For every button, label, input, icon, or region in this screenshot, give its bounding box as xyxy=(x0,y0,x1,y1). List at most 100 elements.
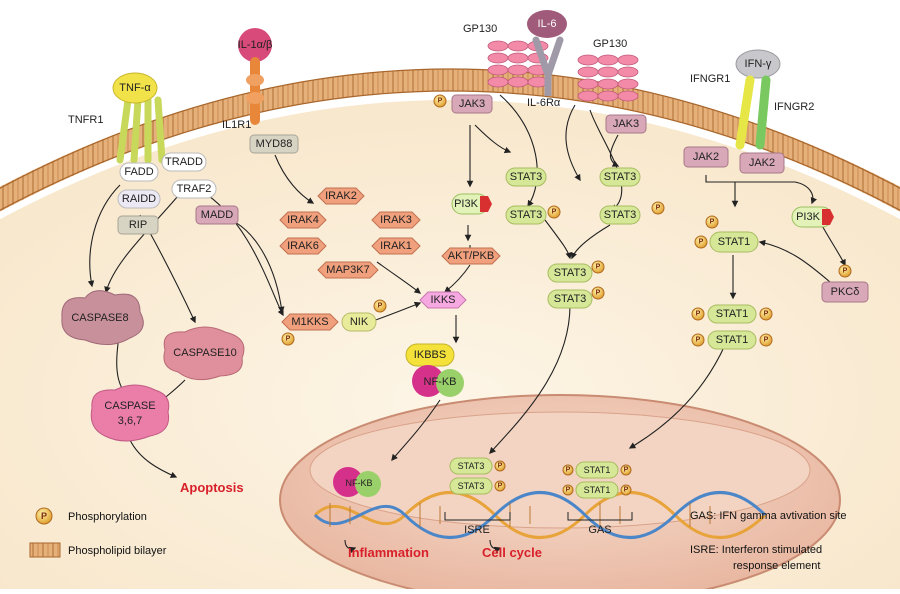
ikks-node: IKKS xyxy=(430,294,455,306)
phospho-marker: P xyxy=(764,311,769,318)
myd88-node: MYD88 xyxy=(256,138,293,150)
tnfr1-label: TNFR1 xyxy=(68,114,103,126)
stat3-dimer-top-node: STAT3 xyxy=(554,267,587,279)
legend-isre-line2: response element xyxy=(733,560,820,572)
nuclear-stat1-bottom: STAT1 xyxy=(584,485,611,495)
phospho-marker: P xyxy=(596,290,601,297)
tnfr1-receptor xyxy=(112,72,166,164)
irak4-node: IRAK4 xyxy=(287,214,319,226)
il6r-label: IL-6Rα xyxy=(527,97,561,109)
stat1-node: STAT1 xyxy=(718,236,751,248)
phospho-marker: P xyxy=(378,303,383,310)
pi3k-left-node: PI3K xyxy=(454,198,479,210)
ifn-pathway-nodes xyxy=(683,146,869,350)
stat3-dimer-bottom-node: STAT3 xyxy=(554,293,587,305)
ifngr-receptor xyxy=(735,49,781,150)
tnf-alpha-label: TNF-α xyxy=(119,82,151,94)
irak2-node: IRAK2 xyxy=(325,190,357,202)
fadd-node: FADD xyxy=(124,166,153,178)
akt-node: AKT/PKB xyxy=(448,250,494,262)
isre-box-label: ISRE xyxy=(464,524,490,536)
nfkb-node: NF-KB xyxy=(424,376,457,388)
caspase10-node: CASPASE10 xyxy=(173,347,236,359)
phospho-marker: P xyxy=(656,205,661,212)
il1-pathway-nodes xyxy=(249,134,467,397)
pi3k-right-node: PI3K xyxy=(796,211,821,223)
ifn-gamma-label: IFN-γ xyxy=(745,58,772,70)
phosphorylation-markers: P P P P P P P P P P P P P P P P P P P P xyxy=(281,94,852,496)
gp130-left-label: GP130 xyxy=(463,23,497,35)
gp130-il6-receptor xyxy=(487,10,639,102)
il6-label: IL-6 xyxy=(538,18,557,30)
phospho-marker: P xyxy=(498,483,503,490)
phospho-marker: P xyxy=(596,264,601,271)
nuclear-nfkb: NF-KB xyxy=(346,478,373,488)
legend-phospho-letter: P xyxy=(41,511,47,521)
phospho-marker: P xyxy=(764,337,769,344)
cell-membrane xyxy=(0,69,900,212)
stat3-d-node: STAT3 xyxy=(604,209,637,221)
phospho-marker: P xyxy=(438,98,443,105)
nuclear-stat3-bottom: STAT3 xyxy=(458,481,485,491)
nuclear-factors xyxy=(333,457,633,521)
traf2-node: TRAF2 xyxy=(177,183,212,195)
ifngr1-label: IFNGR1 xyxy=(690,73,730,85)
apoptosis-outcome: Apoptosis xyxy=(180,480,244,495)
irak6-node: IRAK6 xyxy=(287,240,319,252)
ikbbs-node: IKBBS xyxy=(414,349,446,361)
phospho-marker: P xyxy=(696,311,701,318)
phospho-marker: P xyxy=(566,467,571,474)
membrane-outer-edge xyxy=(0,68,900,189)
legend: P Phosphorylation Phospholipid bilayer G… xyxy=(29,507,847,572)
irak3-node: IRAK3 xyxy=(380,214,412,226)
pkc-node: PKCδ xyxy=(831,286,860,298)
il1-label: IL-1α/β xyxy=(238,39,273,51)
caspase367-line1: CASPASE xyxy=(104,400,155,412)
jak3-right-node: JAK3 xyxy=(613,118,639,130)
caspase367-line2: 3,6,7 xyxy=(118,415,142,427)
jak2-left-node: JAK2 xyxy=(693,151,719,163)
tradd-node: TRADD xyxy=(165,156,203,168)
nuclear-stat1-top: STAT1 xyxy=(584,465,611,475)
phospho-marker: P xyxy=(624,487,629,494)
caspase-clouds xyxy=(61,290,245,442)
raidd-node: RAIDD xyxy=(122,193,156,205)
jak3-left-node: JAK3 xyxy=(459,98,485,110)
caspase8-node: CASPASE8 xyxy=(71,312,128,324)
phospho-marker: P xyxy=(498,463,503,470)
legend-bilayer: Phospholipid bilayer xyxy=(68,545,167,557)
stat3-a-node: STAT3 xyxy=(510,171,543,183)
jak2-right-node: JAK2 xyxy=(749,157,775,169)
stat3-c-node: STAT3 xyxy=(604,171,637,183)
legend-bilayer-swatch xyxy=(29,542,61,558)
phospho-marker: P xyxy=(566,487,571,494)
irak1-node: IRAK1 xyxy=(380,240,412,252)
nik-node: NIK xyxy=(350,316,369,328)
il1r1-label: IL1R1 xyxy=(222,119,251,131)
nucleus xyxy=(279,394,841,594)
cell-cycle-outcome: Cell cycle xyxy=(482,545,542,560)
m1kks-node: M1KKS xyxy=(291,316,328,328)
phospho-marker: P xyxy=(286,336,291,343)
legend-phospho-swatch: P xyxy=(35,507,53,525)
dna-helix xyxy=(313,491,767,539)
nuclear-stat3-top: STAT3 xyxy=(458,461,485,471)
gp130-right-label: GP130 xyxy=(593,38,627,50)
il1r1-receptor xyxy=(238,28,272,125)
legend-gas: GAS: IFN gamma avtivation site xyxy=(690,510,847,522)
legend-phosphorylation: Phosphorylation xyxy=(68,511,147,523)
phospho-marker: P xyxy=(710,219,715,226)
gas-box-label: GAS xyxy=(588,524,611,536)
phospho-marker: P xyxy=(843,268,848,275)
rip-node: RIP xyxy=(129,219,147,231)
map3k7-node: MAP3K7 xyxy=(326,264,369,276)
stat1-dimer-bottom-node: STAT1 xyxy=(716,334,749,346)
legend-isre-line1: ISRE: Interferon stimulated xyxy=(690,544,822,556)
madd-node: MADD xyxy=(201,209,233,221)
phospho-marker: P xyxy=(552,209,557,216)
ifngr2-label: IFNGR2 xyxy=(774,101,814,113)
tnf-adaptor-complex xyxy=(117,152,239,235)
phospho-marker: P xyxy=(696,337,701,344)
